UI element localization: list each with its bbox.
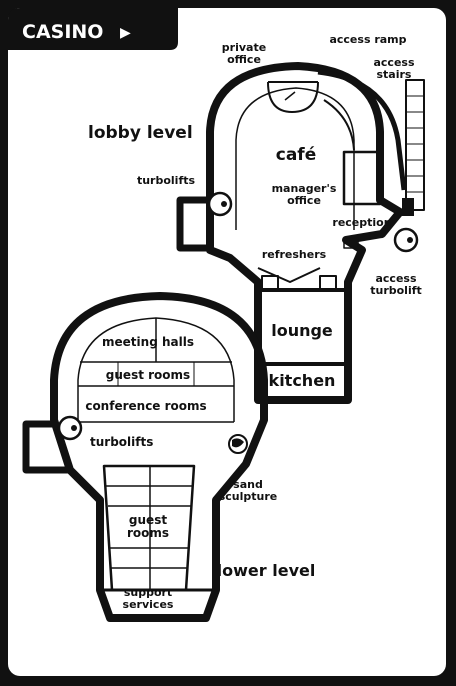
label-support-1: support — [124, 586, 172, 599]
lower-turbolift-dot — [71, 425, 77, 431]
access-ramp-wall — [317, 69, 407, 191]
label-managers-2: office — [287, 194, 321, 207]
label-conference-rooms: conference rooms — [85, 399, 206, 413]
access-turbolift-dot — [407, 237, 413, 243]
label-access-stairs-1: access — [373, 56, 414, 69]
private-office-desk — [284, 91, 296, 101]
ramp-curve — [323, 99, 355, 151]
header-tab — [8, 8, 178, 50]
lower-level-label: lower level — [217, 561, 316, 580]
label-managers-1: manager's — [272, 182, 337, 195]
label-guest-rooms-1: guest — [129, 513, 167, 527]
label-support-2: services — [123, 598, 174, 611]
lobby-level-label: lobby level — [88, 123, 193, 143]
reception-desk — [343, 237, 359, 249]
stair-base — [402, 198, 414, 216]
label-access-turbolift-1: access — [375, 272, 416, 285]
access-turbolift-icon — [393, 227, 419, 253]
label-sand-1: sand — [233, 478, 263, 491]
label-kitchen: kitchen — [269, 371, 336, 390]
label-access-turbolift-2: turbolift — [370, 284, 422, 297]
lower-outer-wall — [50, 292, 268, 622]
lobby-left-bump — [176, 196, 210, 252]
access-stairs-box — [405, 79, 425, 211]
private-office-dais — [267, 81, 319, 113]
label-private-2: office — [227, 53, 261, 66]
label-access-ramp: access ramp — [329, 33, 406, 46]
label-reception: reception — [332, 216, 391, 229]
turbolift-left-dot — [221, 201, 227, 207]
paper-panel — [8, 8, 446, 676]
label-cafe: café — [276, 145, 316, 165]
header-title: CASINO — [22, 21, 103, 43]
label-private-1: private — [222, 41, 266, 54]
label-lobby-turbolifts: turbolifts — [137, 174, 196, 187]
label-lounge: lounge — [271, 321, 333, 340]
label-guest-rooms-2: rooms — [127, 526, 169, 540]
label-refreshers: refreshers — [262, 248, 327, 261]
header-arrow-icon: ▶ — [120, 25, 131, 41]
label-meeting-halls: meeting halls — [102, 335, 194, 349]
label-access-stairs-2: stairs — [377, 68, 412, 81]
sand-sculpture-shape — [232, 438, 244, 448]
stair-treads — [406, 95, 424, 193]
lower-level-plan — [22, 292, 268, 622]
refreshers-walls — [257, 267, 321, 283]
lower-turbolift-icon — [57, 415, 83, 441]
label-lower-turbolifts: turbolifts — [90, 435, 153, 449]
turbolift-left-icon — [207, 191, 233, 217]
label-guest-rooms-top: guest rooms — [106, 368, 190, 382]
managers-office-box — [342, 150, 382, 206]
lower-left-bump — [22, 420, 70, 474]
label-sand-2: sculpture — [219, 490, 278, 503]
cafe-inner-line — [235, 87, 355, 230]
lobby-level-plan — [176, 62, 425, 404]
